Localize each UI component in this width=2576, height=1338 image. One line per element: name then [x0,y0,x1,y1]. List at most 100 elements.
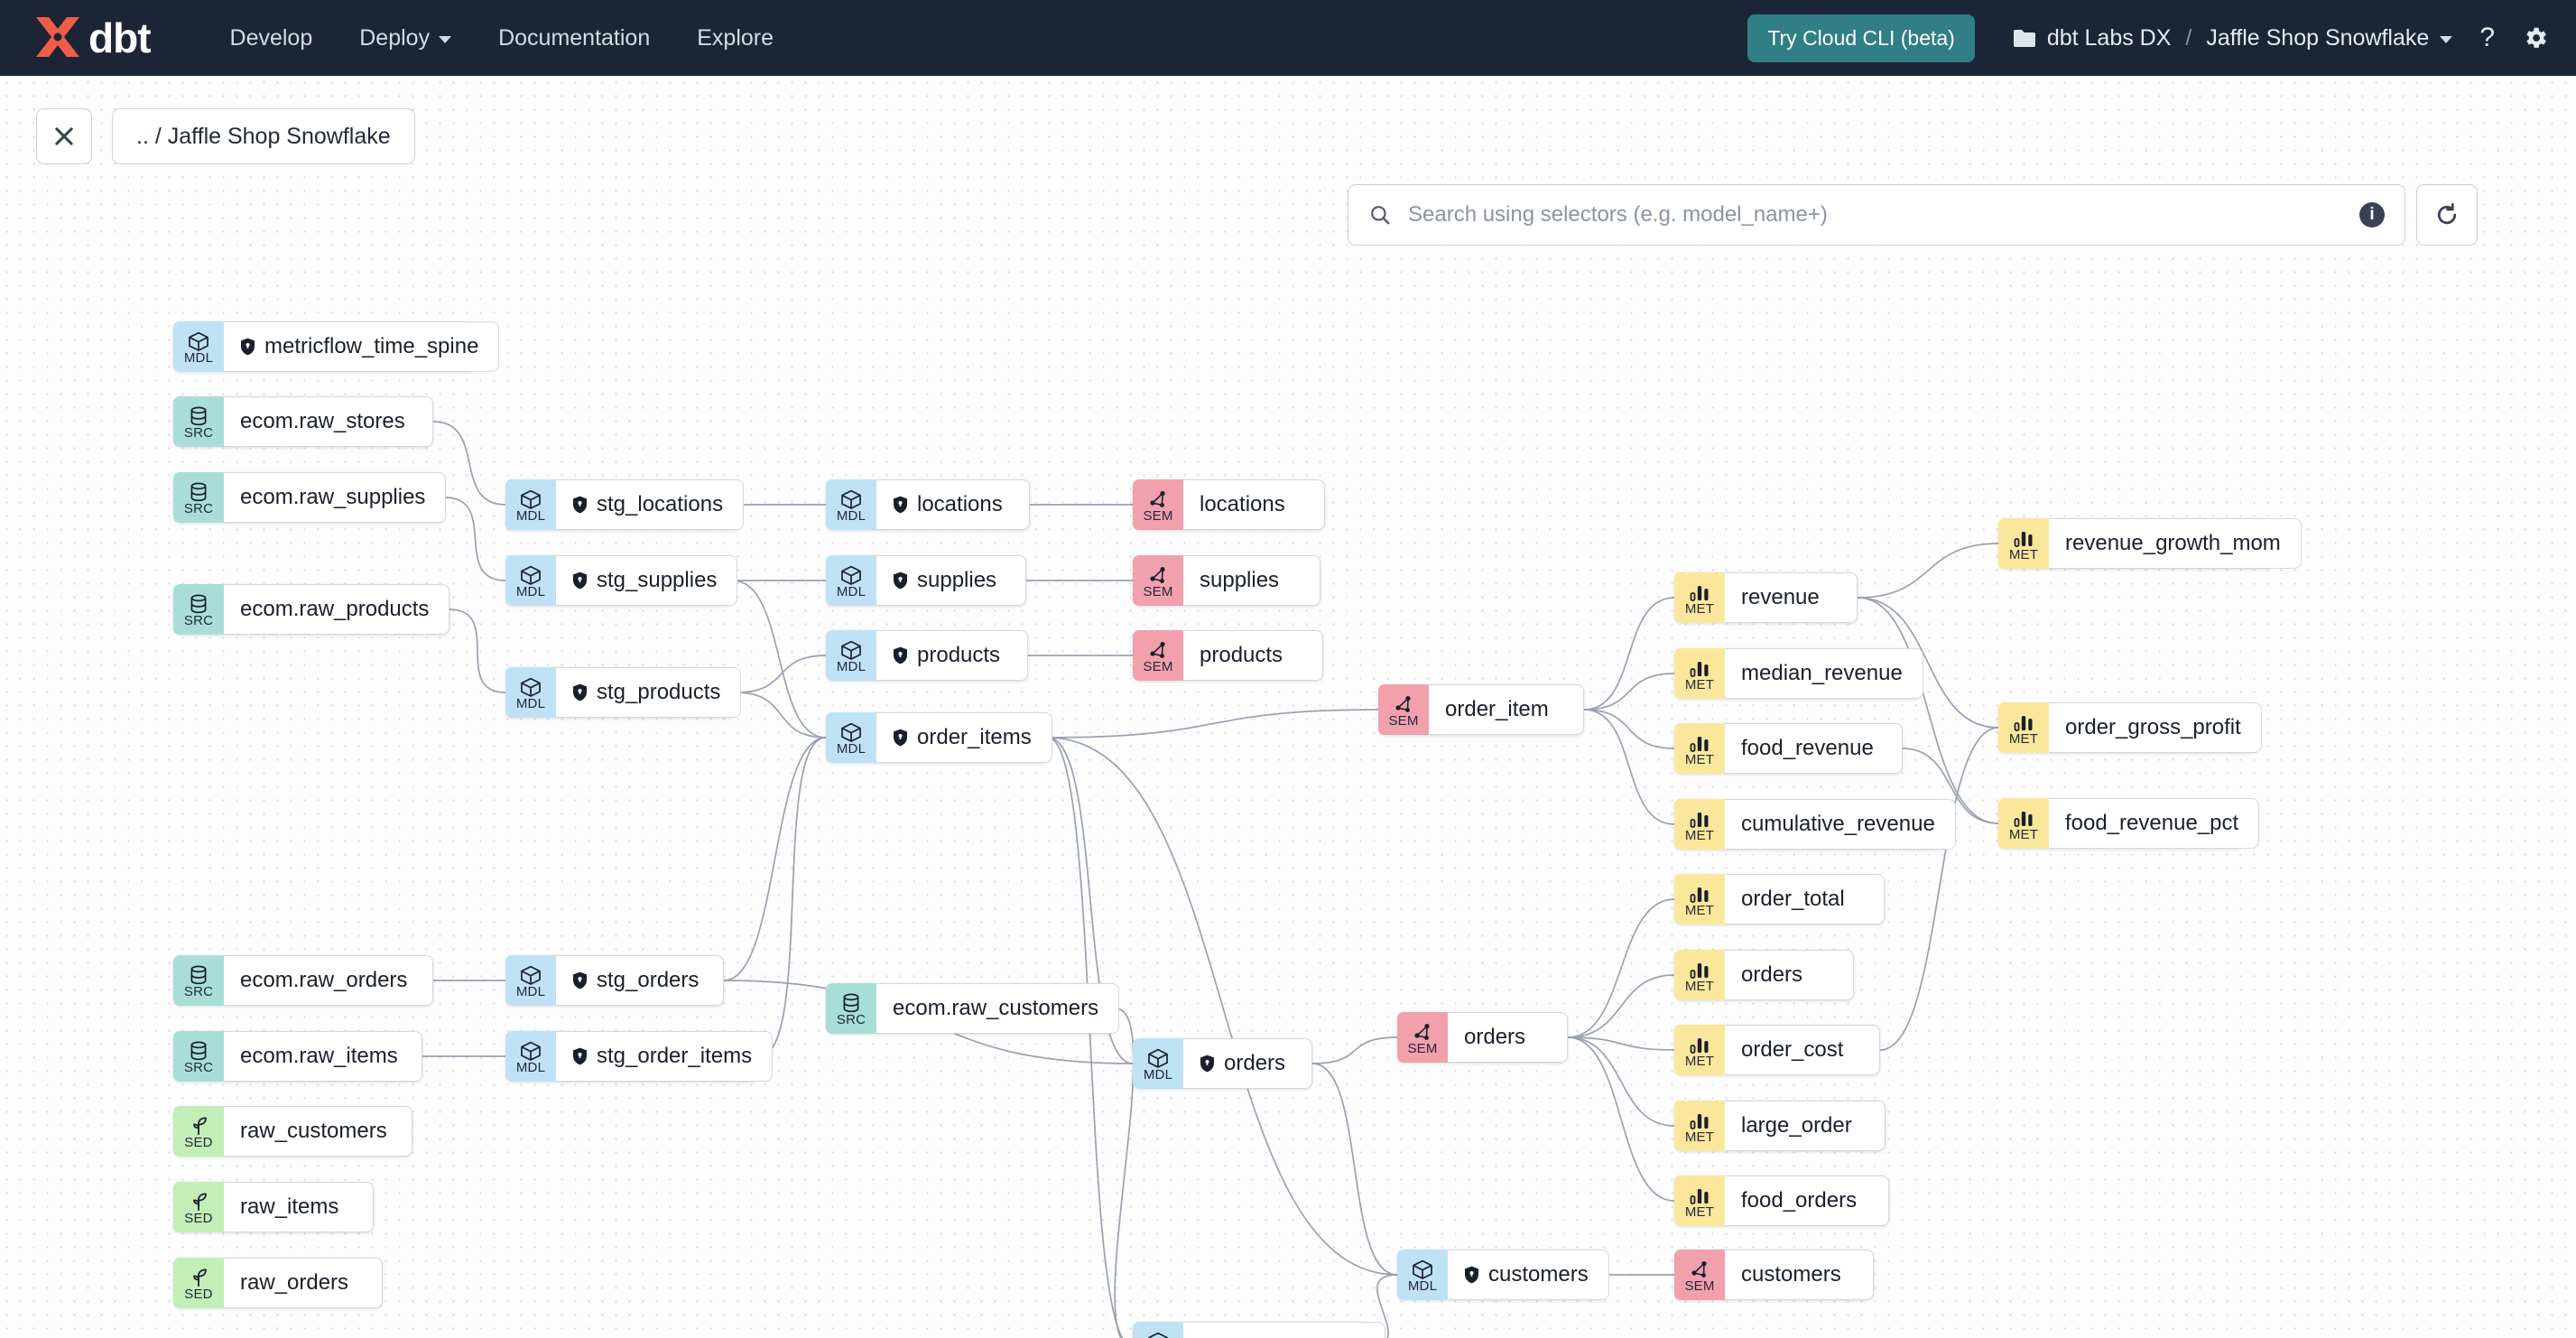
node-type-badge-met: MET [1674,874,1725,925]
shield-icon [241,338,255,356]
node-type-badge-mdl: MDL [826,712,876,763]
nav-link-documentation[interactable]: Documentation [475,16,673,60]
lineage-edge-orders_sem-to-food_orders [1567,1036,1675,1202]
lineage-node-order_total[interactable]: MET order_total [1674,874,1885,925]
shield-icon [573,1047,587,1065]
search-container[interactable]: i [1348,184,2405,246]
node-body: order_items [876,712,1052,763]
nav-link-explore[interactable]: Explore [673,16,797,60]
node-label: orders [1741,962,1803,987]
database-icon [190,482,207,502]
node-body: food_orders [1725,1175,1889,1226]
node-label: products [917,643,1001,667]
help-button[interactable]: ? [2479,23,2495,52]
nav-link-explore-label: Explore [697,24,774,51]
nav-link-deploy[interactable]: Deploy [336,16,475,60]
cube-icon [521,965,541,985]
node-label: stg_customers [1224,1334,1365,1338]
lineage-breadcrumb[interactable]: .. / Jaffle Shop Snowflake [112,108,415,164]
chevron-down-icon [2440,35,2453,43]
node-type-label: SEM [1684,1278,1715,1294]
node-type-badge-met: MET [1998,702,2049,753]
node-label: order_total [1741,887,1845,911]
node-body: stg_products [556,667,742,718]
node-label: order_cost [1741,1037,1844,1062]
node-type-label: MET [1684,601,1715,617]
close-lineage-button[interactable] [36,108,92,164]
nav-link-develop[interactable]: Develop [207,16,337,60]
node-body: order_gross_profit [2049,702,2262,753]
cube-icon [1148,1048,1168,1068]
node-type-badge-mdl: MDL [826,555,876,606]
node-type-label: SRC [183,425,214,441]
node-body: customers [1725,1250,1874,1300]
node-type-label: SEM [1143,508,1173,524]
node-type-badge-mdl: MDL [1397,1250,1448,1300]
node-label: stg_locations [597,492,724,516]
node-type-label: MET [1684,903,1715,918]
lineage-node-customers_sem[interactable]: SEM customers [1674,1250,1874,1300]
lineage-edge-order_item_sem-to-median_revenue [1583,673,1675,711]
search-info-icon[interactable]: i [2359,202,2385,228]
lineage-edges [422,421,1999,1338]
node-body: products [1183,630,1323,681]
lineage-edge-ecom_raw_supplies-to-stg_supplies [444,497,506,581]
account-name[interactable]: dbt Labs DX [2046,24,2172,51]
sprout-icon [193,1268,207,1287]
project-selector[interactable]: Jaffle Shop Snowflake [2206,24,2453,51]
node-label: stg_orders [597,968,700,992]
account-project-breadcrumb: dbt Labs DX / Jaffle Shop Snowflake [2013,24,2453,51]
try-cloud-cli-button[interactable]: Try Cloud CLI (beta) [1747,14,1975,62]
project-name: Jaffle Shop Snowflake [2206,24,2430,51]
node-label: ecom.raw_items [240,1044,398,1068]
search-input[interactable] [1408,202,2343,228]
search-icon [1371,206,1390,225]
node-type-badge-met: MET [1998,798,2049,849]
lineage-toolbar: .. / Jaffle Shop Snowflake i [0,76,2576,246]
settings-button[interactable] [2522,24,2549,51]
node-type-label: SEM [1143,584,1173,599]
refresh-button[interactable] [2416,184,2478,246]
bar-chart-icon [1690,1038,1709,1054]
dbt-logo[interactable]: dbt [31,14,152,62]
